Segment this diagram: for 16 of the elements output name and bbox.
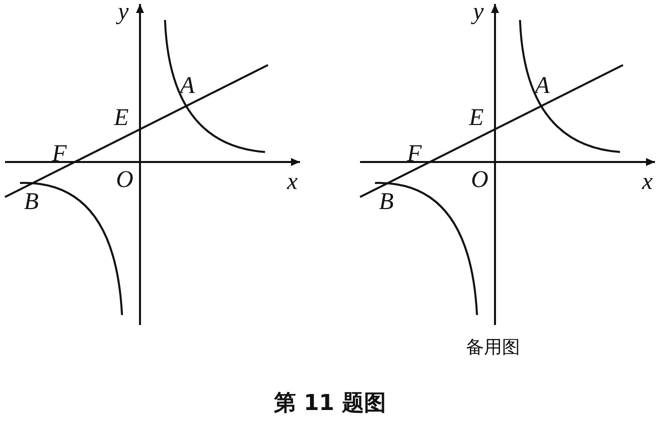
- point-label: A: [180, 74, 195, 98]
- point-label: O: [471, 168, 488, 192]
- point-label: A: [535, 74, 550, 98]
- axis-label: y: [473, 0, 484, 24]
- point-label: O: [116, 168, 134, 192]
- point-label: B: [24, 190, 39, 214]
- axis-label: y: [118, 0, 129, 24]
- point-label: F: [52, 142, 67, 166]
- figure-note: 备用图: [466, 338, 520, 358]
- axis-label: x: [287, 170, 298, 194]
- figure-caption: 第 11 题图: [273, 392, 387, 416]
- axis-label: x: [642, 170, 653, 194]
- point-label: E: [114, 106, 129, 130]
- point-label: B: [379, 190, 394, 214]
- point-label: F: [407, 142, 422, 166]
- point-label: E: [469, 106, 484, 130]
